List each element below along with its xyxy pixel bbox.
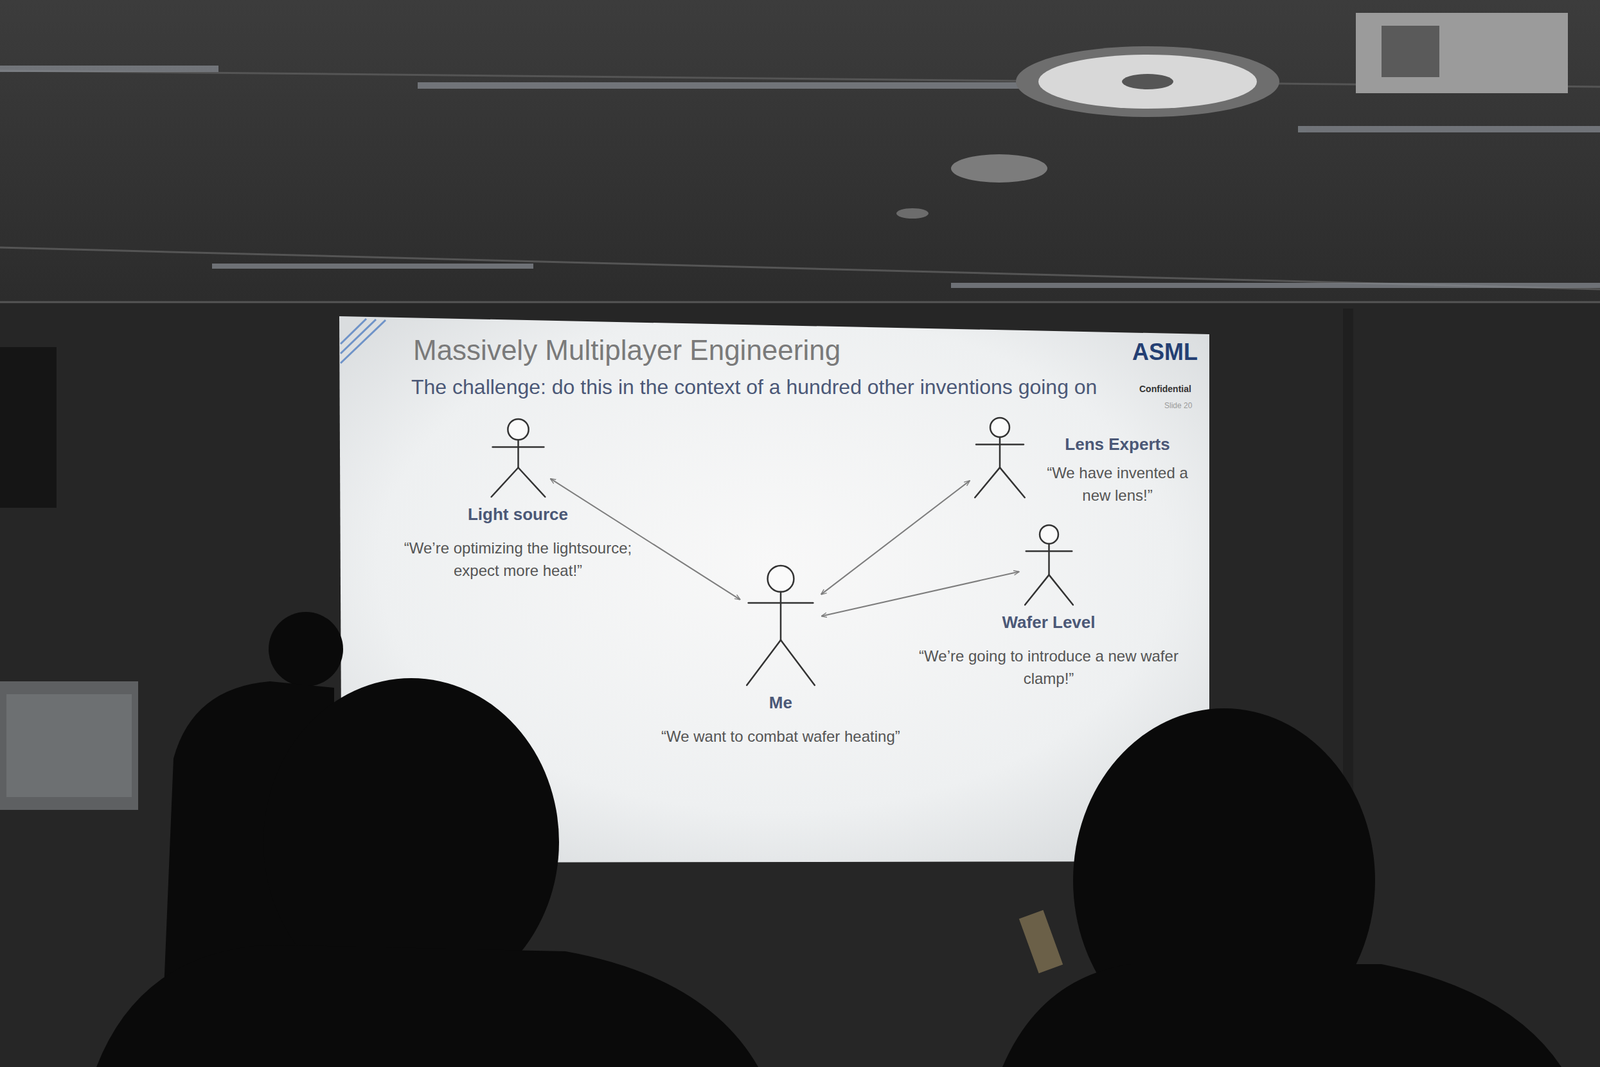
role-quote: “We want to combat wafer heating” bbox=[661, 725, 901, 748]
slide-title: Massively Multiplayer Engineering bbox=[413, 334, 841, 367]
light-strips bbox=[0, 65, 1600, 288]
role-name: Me bbox=[769, 692, 793, 713]
pen bbox=[1019, 909, 1063, 973]
double-arrow bbox=[550, 478, 741, 600]
company-logo: ASML bbox=[1132, 338, 1198, 366]
ceiling-vent bbox=[1015, 46, 1280, 117]
slide-corner-stripes bbox=[340, 318, 386, 364]
text-column: Me “We want to combat wafer heating” bbox=[661, 686, 901, 748]
wall-screen bbox=[0, 346, 57, 508]
text-column: Wafer Level “We’re going to introduce a n… bbox=[900, 605, 1197, 691]
stick-figure bbox=[487, 417, 549, 498]
audience-silhouettes bbox=[96, 611, 1562, 1067]
person-node: Light source “We’re optimizing the lights… bbox=[379, 417, 657, 583]
slide-number: Slide 20 bbox=[1164, 400, 1192, 410]
text-column: Lens Experts “We have invented a new lens… bbox=[1037, 416, 1198, 507]
person-node: Me “We want to combat wafer heating” bbox=[661, 564, 901, 748]
role-name: Lens Experts bbox=[1064, 434, 1170, 455]
ceiling bbox=[0, 0, 1600, 303]
confidential-mark: Confidential bbox=[1139, 383, 1192, 394]
stick-figure bbox=[1021, 523, 1077, 606]
ceiling-lines bbox=[0, 70, 1600, 303]
stick-figure bbox=[742, 564, 820, 687]
role-quote: “We’re optimizing the lightsource; expec… bbox=[379, 537, 657, 583]
smoke-detector bbox=[896, 154, 1048, 219]
text-column: Light source “We’re optimizing the lights… bbox=[379, 497, 657, 583]
role-quote: “We’re going to introduce a new wafer cl… bbox=[900, 645, 1197, 691]
double-arrow bbox=[821, 571, 1020, 616]
person-node: Wafer Level “We’re going to introduce a n… bbox=[900, 523, 1197, 691]
stick-figure bbox=[971, 416, 1029, 499]
double-arrow bbox=[821, 480, 970, 595]
role-name: Light source bbox=[467, 504, 569, 525]
slide-subtitle: The challenge: do this in the context of… bbox=[411, 375, 1097, 400]
person-node: Lens Experts “We have invented a new lens… bbox=[971, 416, 1198, 507]
wall-poster bbox=[6, 693, 132, 797]
projector bbox=[1355, 12, 1568, 94]
wall-poster bbox=[0, 681, 139, 810]
role-quote: “We have invented a new lens!” bbox=[1037, 462, 1198, 507]
role-name: Wafer Level bbox=[1002, 612, 1096, 633]
